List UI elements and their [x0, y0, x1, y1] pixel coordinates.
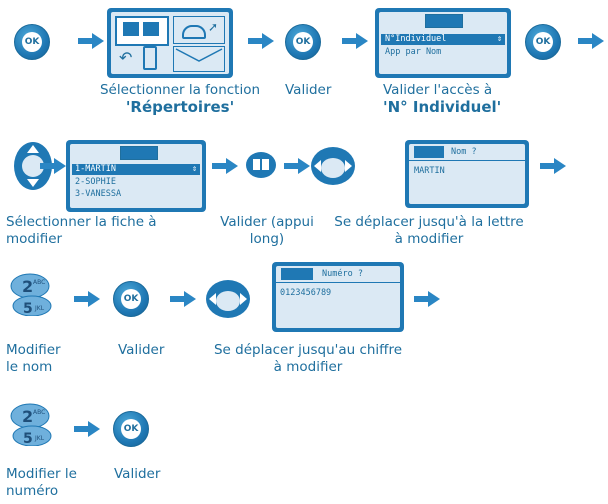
callback-icon[interactable]: ↶: [117, 46, 165, 70]
edit-contact-icon: [281, 268, 313, 280]
name-prompt: Nom ?: [451, 147, 477, 157]
key-5-label: 5: [23, 301, 33, 316]
key-2-label: 2: [22, 277, 33, 296]
menu-item-individual: N°Individuel: [385, 34, 447, 44]
caption-validate: Valider: [114, 466, 161, 482]
arrow-right-icon: [212, 158, 238, 174]
keypad-keys-icon[interactable]: 2 ABC 5 JKL: [10, 272, 54, 316]
menu-item-by-name[interactable]: App par Nom: [385, 47, 442, 57]
ok-button[interactable]: OK: [14, 24, 50, 60]
key-2-label: 2: [22, 407, 33, 426]
key-5-label: 5: [23, 431, 33, 446]
scroll-arrows-icon: ⇕: [191, 164, 197, 174]
ok-button[interactable]: OK: [113, 411, 149, 447]
navigator-left-right-icon[interactable]: [310, 146, 356, 186]
directory-book-icon[interactable]: [246, 152, 276, 178]
number-prompt: Numéro ?: [322, 269, 363, 279]
caption-validate: Valider: [285, 82, 332, 98]
ok-button[interactable]: OK: [525, 24, 561, 60]
contact-item[interactable]: 2-SOPHIE: [75, 177, 116, 187]
directory-icon[interactable]: [115, 16, 169, 46]
ok-label: OK: [121, 419, 141, 439]
arrow-right-icon: [170, 291, 196, 307]
name-value[interactable]: MARTIN: [414, 166, 445, 176]
caption-validate: Valider: [118, 342, 165, 358]
key-5-letters: JKL: [34, 305, 45, 312]
caption-modify-number: Modifier le numéro: [6, 466, 77, 499]
number-edit-screen: Numéro ? 0123456789: [272, 262, 404, 332]
directory-header-icon: [120, 146, 158, 160]
contact-item-selected[interactable]: 1-MARTIN ⇕: [72, 164, 200, 175]
arrow-right-icon: [414, 291, 440, 307]
arrow-right-icon: [342, 33, 368, 49]
message-envelope-icon[interactable]: [173, 46, 225, 72]
contact-item-label: 1-MARTIN: [75, 164, 116, 174]
number-value[interactable]: 0123456789: [280, 288, 332, 298]
key-2-letters: ABC: [33, 409, 45, 416]
caption-validate-long: Valider (appui long): [220, 214, 314, 247]
menu-item-selected[interactable]: N°Individuel ⇕: [381, 34, 505, 45]
arrow-right-icon: [540, 158, 566, 174]
ok-label: OK: [22, 32, 42, 52]
name-edit-screen: Nom ? MARTIN: [405, 140, 529, 208]
ok-button[interactable]: OK: [113, 281, 149, 317]
ok-label: OK: [121, 289, 141, 309]
caption-select-contact: Sélectionner la fiche à modifier: [6, 214, 157, 247]
arrow-right-icon: [40, 158, 66, 174]
contact-item[interactable]: 3-VANESSA: [75, 189, 122, 199]
function-menu-screen: ➚ ↶: [107, 8, 233, 78]
ok-button[interactable]: OK: [285, 24, 321, 60]
caption-move-to-digit: Se déplacer jusqu'au chiffre à modifier: [213, 342, 403, 375]
directory-header-icon: [425, 14, 463, 28]
arrow-right-icon: [284, 158, 310, 174]
directory-type-screen: N°Individuel ⇕ App par Nom: [375, 8, 511, 78]
arrow-right-icon: [578, 33, 604, 49]
key-5-letters: JKL: [34, 435, 45, 442]
key-2-letters: ABC: [33, 279, 45, 286]
keypad-keys-icon[interactable]: 2 ABC 5 JKL: [10, 402, 54, 446]
navigator-left-right-icon[interactable]: [205, 279, 251, 319]
navigator-up-down-icon[interactable]: [13, 140, 53, 192]
contact-list-screen: 1-MARTIN ⇕ 2-SOPHIE 3-VANESSA: [66, 140, 206, 212]
scroll-arrows-icon: ⇕: [496, 34, 502, 44]
arrow-right-icon: [248, 33, 274, 49]
caption-select-function: Sélectionner la fonction 'Répertoires': [99, 82, 261, 116]
arrow-right-icon: [74, 421, 100, 437]
call-transfer-icon[interactable]: ➚: [173, 16, 225, 44]
caption-validate-access: Valider l'accès à 'N° Individuel': [383, 82, 502, 116]
edit-contact-icon: [414, 146, 444, 158]
caption-move-to-letter: Se déplacer jusqu'à la lettre à modifier: [334, 214, 524, 247]
caption-modify-name: Modifier le nom: [6, 342, 61, 375]
arrow-right-icon: [78, 33, 104, 49]
ok-label: OK: [293, 32, 313, 52]
ok-label: OK: [533, 32, 553, 52]
arrow-right-icon: [74, 291, 100, 307]
